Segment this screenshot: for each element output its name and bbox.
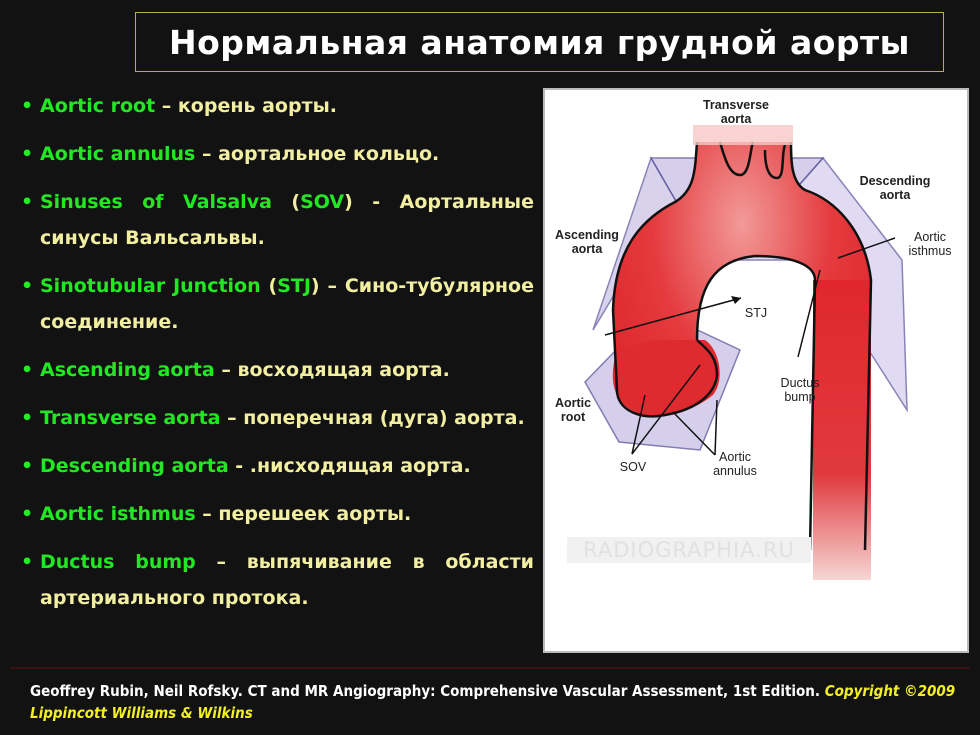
- term-ru: Аортальные синусы Вальсальвы.: [40, 191, 534, 249]
- label-stj: STJ: [744, 306, 768, 320]
- term-separator: –: [214, 359, 238, 381]
- slide-title: Нормальная анатомия грудной аорты: [169, 22, 910, 62]
- term-separator: –: [195, 551, 247, 573]
- title-frame: Нормальная анатомия грудной аорты: [135, 12, 944, 72]
- aorta-diagram: Transverse aorta Descending aorta Ascend…: [543, 88, 969, 653]
- term-separator: –: [220, 407, 244, 429]
- term-ru: аортальное кольцо.: [218, 143, 440, 165]
- term-en: Aortic isthmus: [40, 503, 196, 525]
- term-en: Sinuses of Valsalva: [40, 191, 272, 213]
- bullet-icon: •: [21, 191, 34, 213]
- label-aortic-root: Aortic root: [554, 396, 592, 424]
- citation-text: Geoffrey Rubin, Neil Rofsky. CT and MR A…: [30, 682, 821, 700]
- term-en: Ductus bump: [40, 551, 196, 573]
- term-ru: восходящая аорта.: [237, 359, 450, 381]
- term-en: Transverse aorta: [40, 407, 221, 429]
- term-en: Aortic root: [40, 95, 156, 117]
- term-separator: –: [155, 95, 178, 117]
- term-ru: выпячивание в области артериального прот…: [40, 551, 534, 609]
- term-separator: –: [195, 503, 219, 525]
- list-item: • Ascending aorta – восходящая аорта.: [18, 352, 534, 388]
- term-abbr: STJ: [277, 275, 311, 297]
- term-ru: корень аорты.: [177, 95, 337, 117]
- label-aortic-isthmus: Aortic isthmus: [908, 230, 952, 258]
- list-item: • Aortic annulus – аортальное кольцо.: [18, 136, 534, 172]
- aorta-illustration: [584, 125, 908, 580]
- term-separator: -: [352, 191, 400, 213]
- list-item: • Sinotubular Junction (STJ) – Сино-тубу…: [18, 268, 534, 340]
- label-sov: SOV: [619, 460, 647, 474]
- term-separator: -: [228, 455, 250, 477]
- label-transverse-aorta: Transverse aorta: [702, 98, 770, 126]
- term-en: Sinotubular Junction: [40, 275, 261, 297]
- term-ru: .нисходящая аорта.: [249, 455, 471, 477]
- bullet-icon: •: [21, 359, 34, 381]
- list-item: • Sinuses of Valsalva (SOV) - Аортальные…: [18, 184, 534, 256]
- term-abbr: SOV: [300, 191, 345, 213]
- term-ru: Сино-тубулярное соединение.: [40, 275, 534, 333]
- bullet-icon: •: [21, 455, 34, 477]
- list-item: • Aortic root – корень аорты.: [18, 88, 534, 124]
- footer-divider: [10, 667, 970, 669]
- list-item: • Ductus bump – выпячивание в области ар…: [18, 544, 534, 616]
- label-ductus-bump: Ductus bump: [780, 376, 820, 404]
- label-ascending-aorta: Ascending aorta: [555, 228, 619, 256]
- term-en: Ascending aorta: [40, 359, 215, 381]
- term-en: Aortic annulus: [40, 143, 196, 165]
- bullet-icon: •: [21, 503, 34, 525]
- term-ru: поперечная (дуга) аорта.: [243, 407, 525, 429]
- bullet-icon: •: [21, 95, 34, 117]
- term-ru: перешеек аорты.: [218, 503, 412, 525]
- watermark: RADIOGRAPHIA.RU: [567, 537, 811, 563]
- footer-citation: Geoffrey Rubin, Neil Rofsky. CT and MR A…: [30, 680, 960, 724]
- term-separator: –: [195, 143, 219, 165]
- label-descending-aorta: Descending aorta: [859, 174, 931, 202]
- list-item: • Descending aorta - .нисходящая аорта.: [18, 448, 534, 484]
- term-en: Descending aorta: [40, 455, 229, 477]
- bullet-icon: •: [21, 275, 34, 297]
- term-separator: –: [319, 275, 345, 297]
- list-item: • Aortic isthmus – перешеек аорты.: [18, 496, 534, 532]
- bullet-icon: •: [21, 407, 34, 429]
- list-item: • Transverse aorta – поперечная (дуга) а…: [18, 400, 534, 436]
- term-list: • Aortic root – корень аорты. • Aortic a…: [18, 88, 534, 628]
- label-aortic-annulus: Aortic annulus: [713, 450, 757, 478]
- bullet-icon: •: [21, 551, 34, 573]
- copyright-text: Copyright ©2009 Lippincott Williams & Wi…: [30, 682, 956, 722]
- bullet-icon: •: [21, 143, 34, 165]
